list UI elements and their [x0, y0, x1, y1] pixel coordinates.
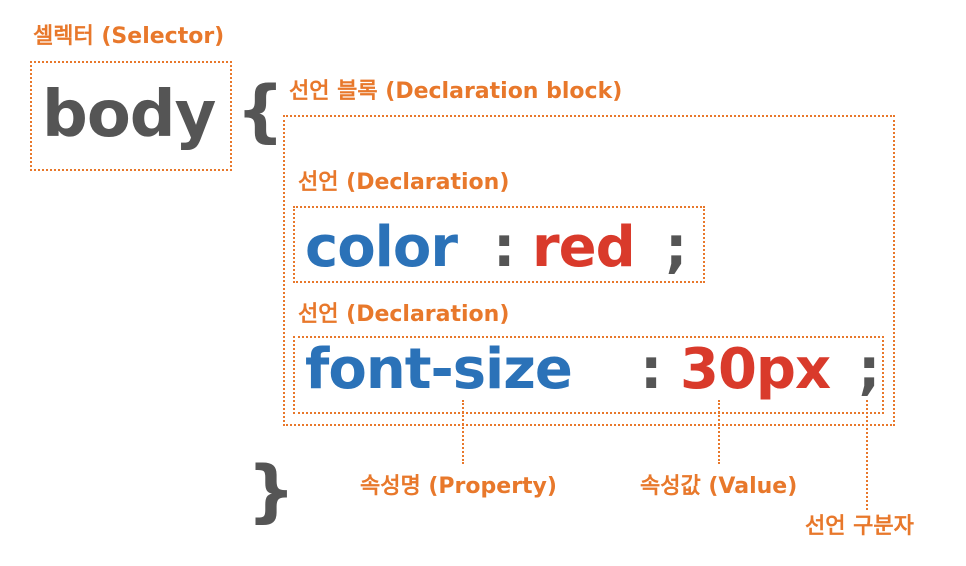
open-brace: { — [236, 72, 284, 151]
declaration-1-colon: : — [493, 215, 515, 280]
declaration-1-value: red — [532, 215, 636, 280]
value-connector-line — [718, 400, 720, 464]
declaration-2-semicolon: ; — [858, 337, 880, 402]
property-label: 속성명 (Property) — [360, 474, 557, 499]
declaration-2-colon: : — [640, 337, 662, 402]
declaration-1-semicolon: ; — [665, 215, 687, 280]
separator-connector-line — [866, 400, 868, 510]
declaration-block-box — [283, 115, 895, 426]
declaration-1-label: 선언 (Declaration) — [298, 170, 510, 195]
declaration-2-label: 선언 (Declaration) — [298, 302, 510, 327]
selector-box — [30, 61, 232, 171]
declaration-block-label: 선언 블록 (Declaration block) — [289, 79, 623, 104]
declaration-2-value: 30px — [680, 337, 831, 402]
declaration-1-box — [293, 206, 705, 283]
selector-text: body — [42, 78, 216, 152]
declaration-2-box — [293, 336, 884, 414]
close-brace: } — [247, 452, 295, 531]
property-connector-line — [462, 400, 464, 464]
selector-label: 셀렉터 (Selector) — [33, 24, 225, 49]
declaration-1-property: color — [305, 215, 458, 280]
declaration-2-property: font-size — [305, 337, 573, 402]
value-label: 속성값 (Value) — [640, 474, 798, 499]
separator-label: 선언 구분자 — [805, 514, 914, 539]
